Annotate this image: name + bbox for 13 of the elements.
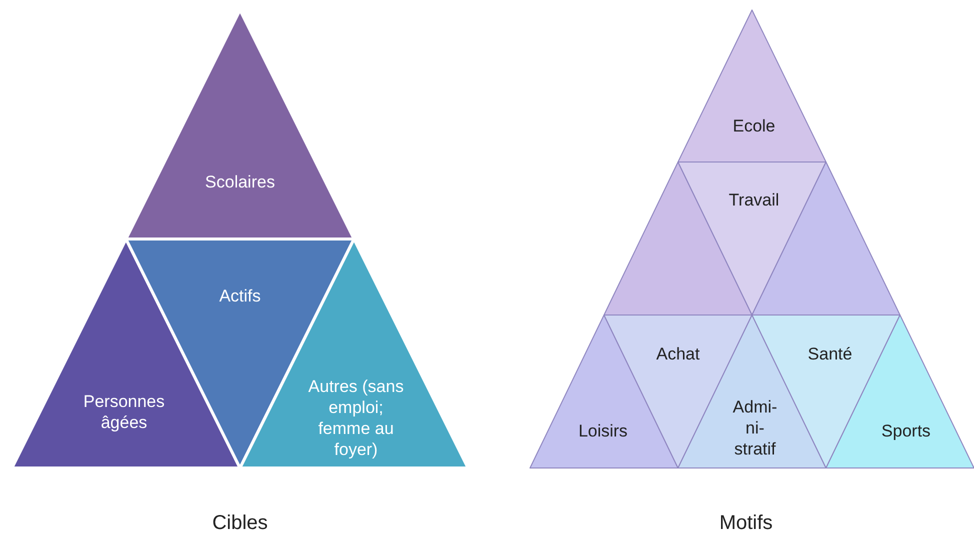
segment-label: Achat bbox=[655, 344, 701, 364]
segment-label: Ecole bbox=[732, 116, 776, 136]
segment-label: Santé bbox=[806, 344, 854, 364]
segment-label: Actifs bbox=[218, 286, 262, 306]
segment-label: Travail bbox=[728, 190, 780, 210]
segment-label: Personnes âgées bbox=[82, 391, 166, 433]
segment-label: Autres (sans emploi; femme au foyer) bbox=[307, 376, 405, 460]
segment-label: Admi- ni- stratif bbox=[732, 396, 778, 460]
pyramid-caption: Cibles bbox=[212, 512, 268, 535]
pyramid-caption: Motifs bbox=[719, 512, 773, 535]
segment-label: Sports bbox=[880, 420, 932, 442]
segment-label: Loisirs bbox=[577, 420, 629, 442]
segment-label: Scolaires bbox=[204, 172, 276, 192]
